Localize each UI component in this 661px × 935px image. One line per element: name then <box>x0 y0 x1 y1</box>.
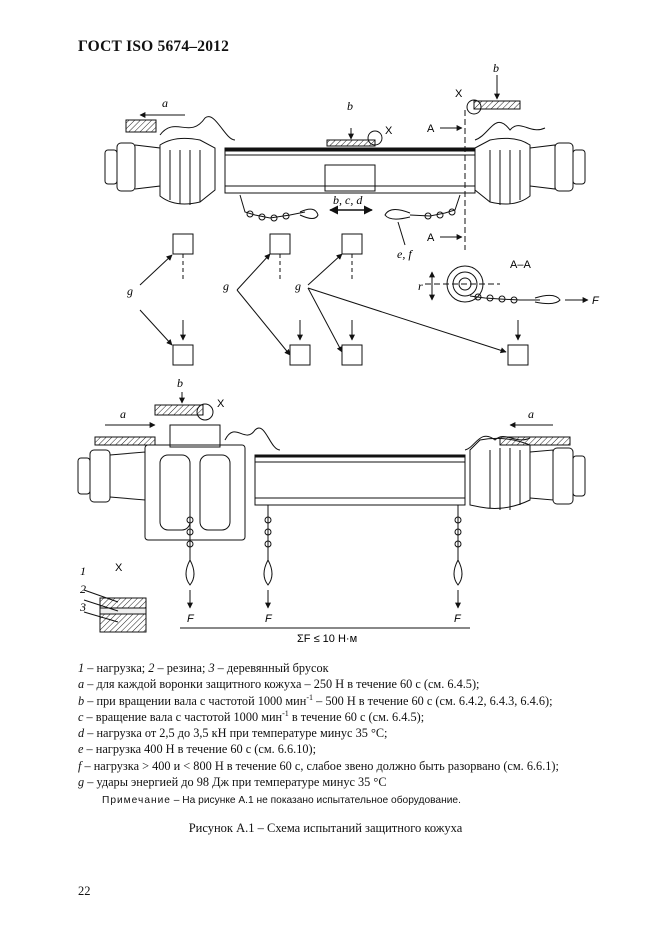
legend-line-1: 1 – нагрузка; 2 – резина; 3 – деревянный… <box>78 661 329 675</box>
figure-note: Примечание – На рисунке А.1 не показано … <box>102 795 461 806</box>
label-a-bottom-right: a <box>528 407 534 421</box>
section-a-a <box>425 265 589 305</box>
figure-labels: a b b X X A A b, c, d e, f A–A r F g g g… <box>79 61 600 645</box>
label-x-bottom: X <box>217 398 225 410</box>
label-a-bottom-left: a <box>120 407 126 421</box>
document-standard-header: ГОСТ ISO 5674–2012 <box>78 38 230 55</box>
label-f-2: F <box>265 613 273 625</box>
note-text: – На рисунке А.1 не показано испытательн… <box>170 795 461 806</box>
impact-blocks <box>139 233 529 366</box>
figure-legend: 1 – нагрузка; 2 – резина; 3 – деревянный… <box>78 660 559 790</box>
label-section-aa: A–A <box>510 259 531 271</box>
label-b-bottom: b <box>177 376 183 390</box>
label-b-top-center: b <box>347 99 353 113</box>
figure-caption: Рисунок А.1 – Схема испытаний защитного … <box>188 821 463 835</box>
legend-line-f: f – нагрузка > 400 и < 800 Н в течение 6… <box>78 758 559 773</box>
label-a-section-bottom: A <box>427 232 435 244</box>
legend-line-e: e – нагрузка 400 Н в течение 60 с (см. 6… <box>78 742 317 757</box>
test-scheme-figure: a b b X X A A b, c, d e, f A–A r F g g g… <box>77 61 600 645</box>
note-label: Примечание <box>102 795 171 806</box>
label-b-top-right: b <box>493 61 499 75</box>
legend-line-d: d – нагрузка от 2,5 до 3,5 кН при темпер… <box>78 726 388 741</box>
legend-line-g: g – удары энергией до 98 Дж при температ… <box>78 775 387 790</box>
legend-line-a: a – для каждой воронки защитного кожуха … <box>78 677 480 692</box>
label-g-1: g <box>127 284 133 298</box>
detail-x <box>83 589 147 633</box>
label-g-3: g <box>295 279 301 293</box>
label-sum-f: ΣF ≤ 10 Н·м <box>297 633 357 645</box>
label-x-top: X <box>385 125 393 137</box>
label-f-3: F <box>454 613 462 625</box>
label-r: r <box>418 279 423 293</box>
top-annotations <box>139 75 521 250</box>
label-a-top: a <box>162 96 168 110</box>
label-f-section: F <box>592 295 600 307</box>
label-a-section-top: A <box>427 123 435 135</box>
label-x-right: X <box>455 88 463 100</box>
legend-line-c: c – вращение вала с частотой 1000 мин-1 … <box>78 708 425 724</box>
label-x-detail: X <box>115 562 123 574</box>
label-bcd: b, c, d <box>333 193 363 207</box>
label-3: 3 <box>79 600 86 614</box>
label-ef: e, f <box>397 247 413 261</box>
page-number: 22 <box>78 884 91 898</box>
legend-line-b: b – при вращении вала с частотой 1000 ми… <box>78 692 553 708</box>
label-g-2: g <box>223 279 229 293</box>
label-2: 2 <box>80 582 86 596</box>
label-1: 1 <box>80 564 86 578</box>
bottom-drive-shaft <box>77 392 586 629</box>
top-drive-shaft <box>104 116 586 222</box>
label-f-1: F <box>187 613 195 625</box>
